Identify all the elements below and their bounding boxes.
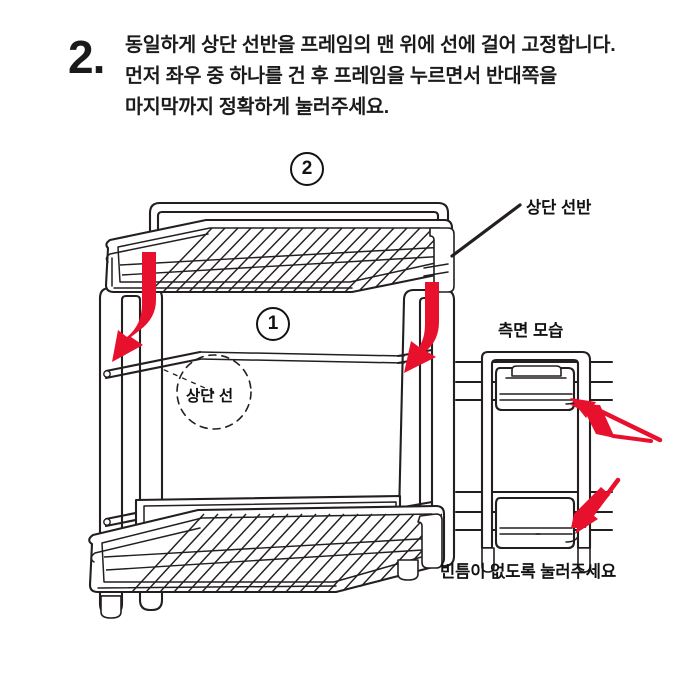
side-view-arrow-top-icon bbox=[570, 398, 663, 443]
label-side-view: 측면 모습 bbox=[498, 322, 564, 340]
bottom-shelf-basket bbox=[88, 494, 446, 594]
step-number: 2. bbox=[68, 31, 105, 83]
left-insert-arrow-icon bbox=[112, 252, 156, 362]
instruction-text-block: 동일하게 상단 선반을 프레임의 맨 위에 선에 걸어 고정합니다. 먼저 좌우… bbox=[125, 30, 685, 123]
instruction-line-3: 마지막까지 정확하게 눌러주세요. bbox=[125, 96, 390, 118]
instruction-line-1: 동일하게 상단 선반을 프레임의 맨 위에 선에 걸어 고정합니다. bbox=[125, 34, 616, 56]
side-view-arrow-bottom-icon bbox=[575, 477, 621, 534]
side-view-detail bbox=[455, 350, 653, 573]
label-top-wire: 상단 선 bbox=[186, 388, 234, 405]
rack-feet bbox=[100, 559, 419, 619]
top-wire-dashed-circle bbox=[176, 354, 252, 430]
badge-number-1: 1 bbox=[256, 307, 290, 341]
right-insert-arrow-icon bbox=[404, 282, 439, 373]
instruction-line-2: 먼저 좌우 중 하나를 건 후 프레임을 누르면서 반대쪽을 bbox=[125, 65, 558, 87]
top-shelf-basket bbox=[104, 201, 455, 294]
badge-number-2: 2 bbox=[290, 152, 324, 186]
side-view-bottom-shelf bbox=[494, 496, 576, 550]
top-shelf-slats bbox=[119, 227, 449, 292]
bottom-shelf-slats bbox=[103, 513, 442, 592]
side-top-arrow-icon bbox=[569, 404, 653, 443]
label-no-gap-instruction: 빈틈이 없도록 눌러주세요 bbox=[440, 563, 617, 581]
label-top-shelf: 상단 선반 bbox=[526, 199, 592, 217]
frame-cross-braces bbox=[199, 351, 405, 516]
top-shelf-leader-line bbox=[450, 203, 522, 258]
side-view-arrows bbox=[570, 398, 663, 534]
